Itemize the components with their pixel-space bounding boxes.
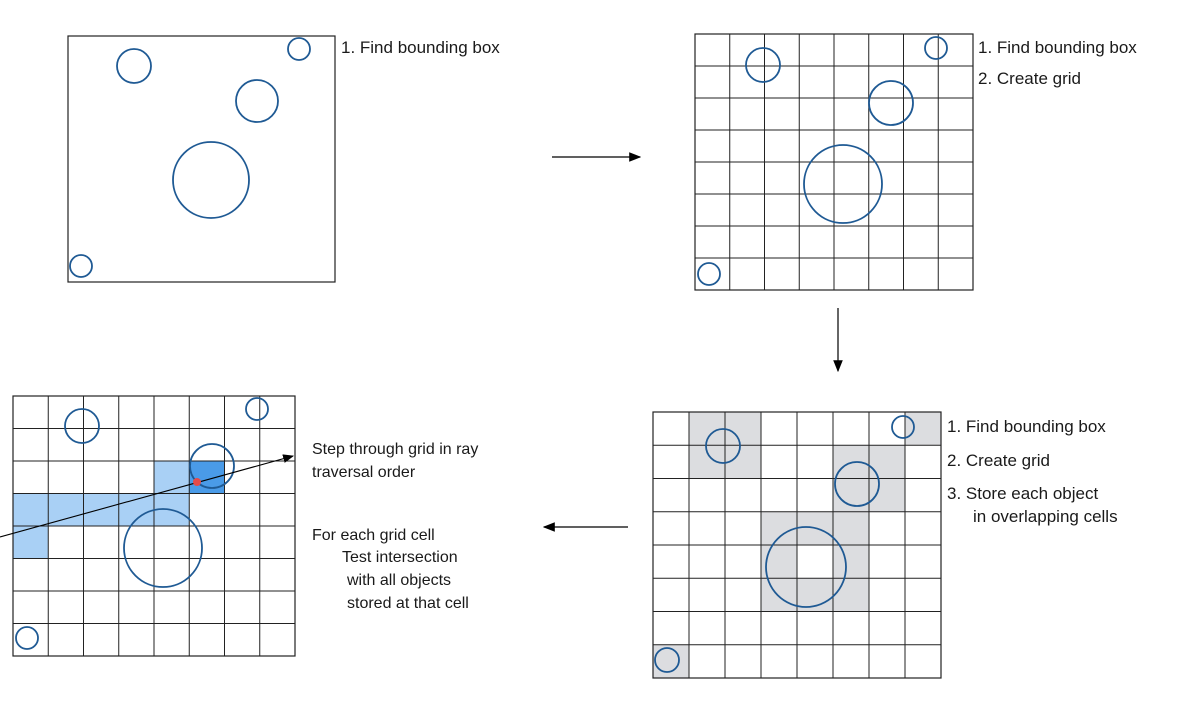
- traversed-cell: [83, 493, 119, 526]
- test-intersection-text: Test intersection: [342, 549, 458, 566]
- panel-store-objects: 1. Find bounding box 2. Create grid 3. S…: [652, 411, 1118, 679]
- panel-bounding-box: 1. Find bounding box: [67, 35, 500, 283]
- occupied-cell: [869, 445, 905, 479]
- occupied-cell: [725, 412, 761, 446]
- occupied-cell: [761, 578, 797, 612]
- grid: [12, 395, 296, 657]
- object-circle: [924, 36, 948, 60]
- step-through-text-cont: traversal order: [312, 464, 416, 481]
- stored-at-cell-text: stored at that cell: [347, 595, 469, 612]
- grid: [694, 33, 974, 291]
- for-each-cell-text: For each grid cell: [312, 527, 435, 544]
- step-create-grid: 2. Create grid: [947, 451, 1050, 470]
- occupied-cell: [833, 511, 869, 545]
- object-circle: [765, 526, 847, 608]
- traversed-cell: [13, 493, 49, 526]
- object-circle: [15, 626, 39, 650]
- object-circle: [697, 262, 721, 286]
- occupied-cell: [869, 478, 905, 512]
- step-create-grid: 2. Create grid: [978, 69, 1081, 88]
- object-circle: [654, 647, 680, 673]
- step-find-bounding-box: 1. Find bounding box: [978, 38, 1137, 57]
- object-circle: [64, 408, 100, 444]
- step-store-objects: 3. Store each object: [947, 484, 1098, 503]
- object-circle: [705, 428, 741, 464]
- bounding-box-frame: [67, 35, 336, 283]
- hit-point: [193, 478, 201, 486]
- object-circle: [891, 415, 915, 439]
- hit-cell: [189, 461, 225, 494]
- object-circle: [235, 79, 279, 123]
- object-circle: [868, 80, 914, 126]
- ray: [0, 454, 295, 538]
- object-circle: [834, 461, 880, 507]
- object-circle: [803, 144, 883, 224]
- object-circle: [116, 48, 152, 84]
- traversed-cells: [13, 461, 225, 559]
- object-circle: [745, 47, 781, 83]
- panel-create-grid: 1. Find bounding box 2. Create grid: [694, 33, 1137, 291]
- object-circle: [123, 508, 203, 588]
- occupied-cell: [833, 545, 869, 579]
- traversed-cell: [118, 493, 154, 526]
- step-find-bounding-box: 1. Find bounding box: [341, 38, 500, 57]
- object-circle: [245, 397, 269, 421]
- step-through-text: Step through grid in ray: [312, 441, 478, 458]
- occupied-cell: [761, 511, 797, 545]
- object-circle: [172, 141, 250, 219]
- occupied-cell: [905, 412, 941, 446]
- occupied-cell: [833, 578, 869, 612]
- step-store-objects-cont: in overlapping cells: [973, 507, 1118, 526]
- grid: [652, 411, 942, 679]
- traversed-cell: [154, 461, 190, 494]
- occupied-cell: [653, 644, 689, 678]
- object-circle: [189, 443, 235, 489]
- panel-ray-traversal: Step through grid in ray traversal order…: [0, 395, 478, 657]
- traversed-cell: [13, 526, 49, 559]
- occupied-cell: [833, 445, 869, 479]
- traversed-cell: [48, 493, 84, 526]
- object-circle: [69, 254, 93, 278]
- object-circle: [287, 37, 311, 61]
- with-all-objects-text: with all objects: [346, 572, 451, 589]
- step-find-bounding-box: 1. Find bounding box: [947, 417, 1106, 436]
